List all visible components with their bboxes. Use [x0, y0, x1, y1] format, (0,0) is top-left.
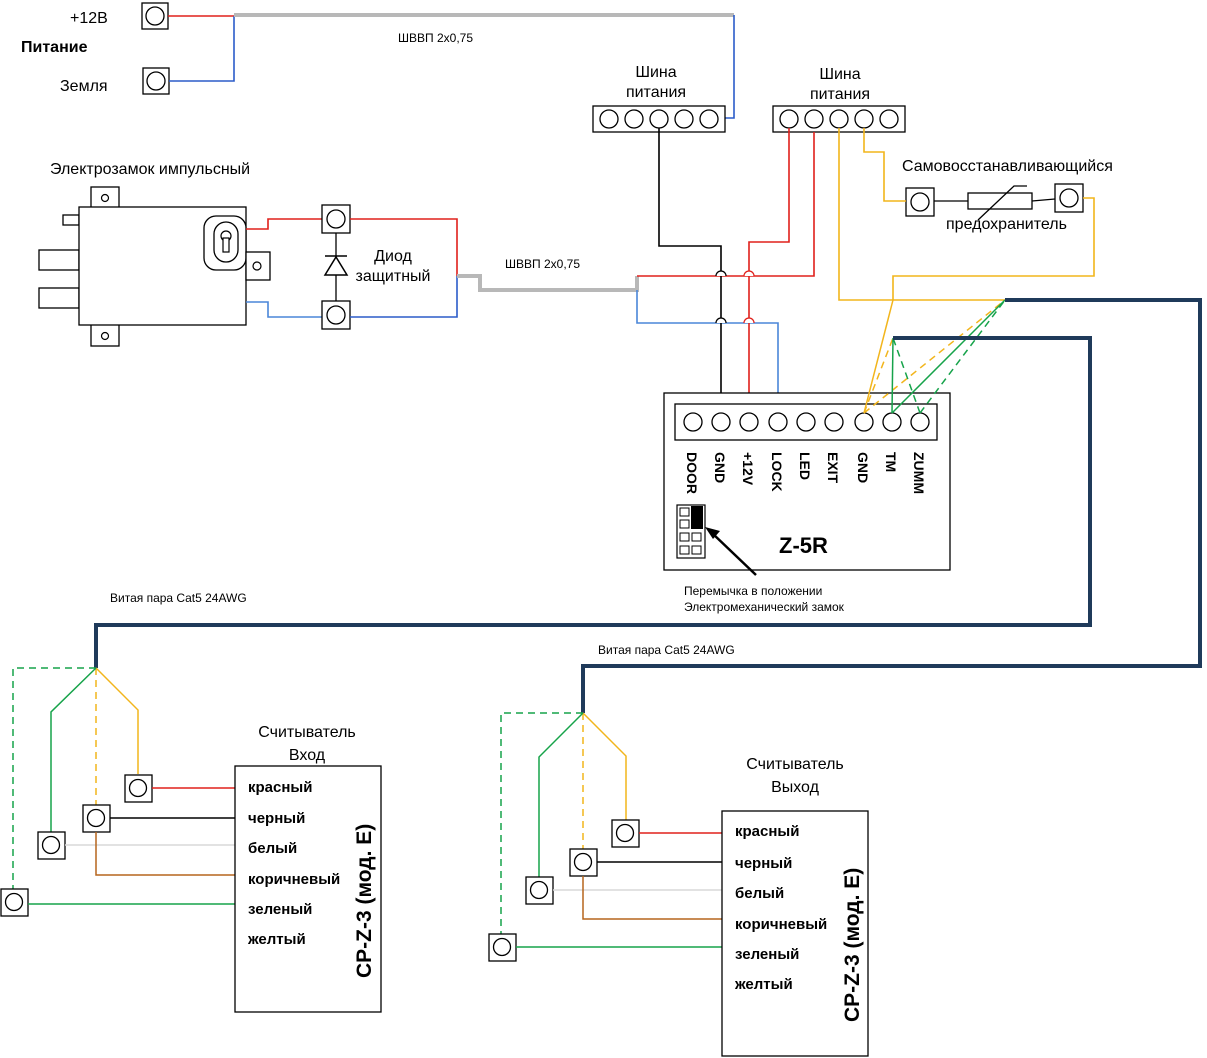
power-plus-terminal [141, 2, 169, 30]
pin-lock: LOCK [769, 452, 785, 492]
pin-tm: TM [883, 452, 899, 472]
bus-bar-left: Шина питания [592, 64, 726, 133]
controller-z5r: DOOR GND +12V LOCK LED EXIT GND TM ZUMM … [663, 392, 951, 576]
controller-name: Z-5R [779, 533, 828, 558]
pin-zumm: ZUMM [911, 452, 927, 494]
svg-text:коричневый: коричневый [248, 871, 340, 888]
svg-text:белый: белый [735, 885, 784, 902]
power-ground-terminal [142, 67, 170, 95]
pin-gnd-2: GND [855, 452, 871, 483]
svg-text:Вход: Вход [289, 747, 326, 764]
pin-led: LED [797, 452, 813, 480]
jumper-note-2: Электромеханический замок [684, 600, 845, 614]
bus-bar-right: Шина питания [772, 66, 906, 133]
svg-text:предохранитель: предохранитель [946, 216, 1067, 233]
reader-out-model: CP-Z-3 (мод. E) [841, 868, 864, 1022]
svg-text:красный: красный [248, 779, 312, 796]
pin-gnd-1: GND [712, 452, 728, 483]
reader-in-model: CP-Z-3 (мод. E) [353, 824, 376, 978]
svg-text:питания: питания [810, 86, 870, 103]
svg-text:белый: белый [248, 840, 297, 857]
power-plus-label: +12В [70, 10, 108, 27]
jumper-note-1: Перемычка в положении [684, 584, 822, 598]
pin-exit: EXIT [825, 452, 841, 484]
jumper-block [676, 504, 706, 559]
twisted-pair-label-1: Витая пара Cat5 24AWG [110, 591, 247, 605]
pin-door: DOOR [684, 452, 700, 494]
svg-text:желтый: желтый [734, 976, 793, 993]
svg-text:Самовосстанавливающийся: Самовосстанавливающийся [902, 158, 1113, 175]
svg-text:коричневый: коричневый [735, 916, 827, 933]
svg-text:красный: красный [735, 823, 799, 840]
svg-text:желтый: желтый [247, 931, 306, 948]
reader-out: Считыватель Выход красный черный белый к… [488, 712, 869, 1057]
self-resetting-fuse: Самовосстанавливающийся предохранитель [902, 158, 1113, 233]
twisted-pair-label-2: Витая пара Cat5 24AWG [598, 643, 735, 657]
mid-cable [457, 274, 639, 292]
twisted-pair-cable-in [94, 336, 1092, 668]
protective-diode: Диод защитный [321, 204, 431, 330]
svg-text:Выход: Выход [771, 779, 820, 796]
svg-text:Шина: Шина [635, 64, 676, 81]
power-supply: +12В Питание Земля [21, 2, 170, 95]
svg-text:черный: черный [248, 810, 305, 827]
svg-text:Диод: Диод [374, 248, 412, 265]
twisted-pair-cable-out [581, 298, 1202, 713]
reader-in: Считыватель Вход красный черный белый ко… [0, 667, 382, 1013]
electric-lock: Электрозамок импульсный [38, 161, 271, 347]
svg-text:черный: черный [735, 855, 792, 872]
power-ground-label: Земля [60, 78, 108, 95]
pin-12v: +12V [740, 452, 756, 486]
svg-text:питания: питания [626, 84, 686, 101]
svg-text:Считыватель: Считыватель [746, 756, 844, 773]
svg-text:Шина: Шина [819, 66, 860, 83]
svg-text:зеленый: зеленый [735, 946, 799, 963]
lock-title: Электрозамок импульсный [50, 161, 250, 178]
top-cable-label: ШВВП 2х0,75 [398, 31, 473, 45]
svg-text:защитный: защитный [356, 268, 431, 285]
svg-text:Считыватель: Считыватель [258, 724, 356, 741]
svg-text:зеленый: зеленый [248, 901, 312, 918]
power-title: Питание [21, 39, 88, 56]
mid-cable-label: ШВВП 2х0,75 [505, 257, 580, 271]
